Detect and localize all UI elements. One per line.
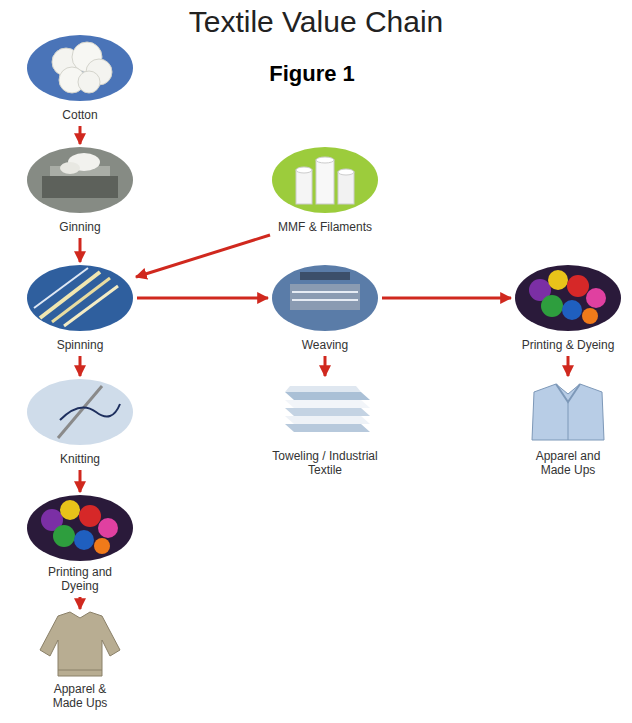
process-step: Printing & Dyeing [515,265,621,353]
shirt-picture [568,402,569,440]
fibre-picture [296,167,312,173]
step-label: Printing and Dyeing [40,565,120,593]
step-label: Knitting [60,452,100,466]
spinning-picture [27,265,133,331]
process-step: Printing and Dyeing [27,495,133,594]
step-label: MMF & Filaments [278,220,372,234]
sweater-picture [40,612,120,676]
fibre-picture [272,147,378,213]
spinning-picture [64,286,118,326]
step-label: Printing & Dyeing [522,338,615,352]
flow-arrow [79,356,82,376]
flow-arrow [382,297,511,300]
process-step: MMF & Filaments [272,147,378,235]
process-step: Knitting [27,379,133,467]
flow-arrow [324,356,327,376]
step-label: Spinning [57,338,104,352]
weaving-picture [292,299,358,301]
dyeing-picture [562,300,582,320]
process-step: Spinning [27,265,133,353]
towel-picture [285,416,370,424]
dyeing-picture [79,505,101,527]
step-label: Cotton [62,108,97,122]
flow-arrow [79,126,82,144]
ginning-picture [27,147,133,213]
towel-picture [285,400,370,408]
fibre-picture [316,160,334,204]
flow-arrow [79,470,82,492]
knitting-picture [27,379,133,445]
dyeing-picture [582,308,598,324]
towel-picture [285,386,361,392]
fibre-picture [296,170,312,204]
process-step: Toweling / Industrial Textile [258,379,392,478]
spinning-picture [40,272,100,318]
cotton-picture [27,35,133,101]
dyeing-picture [74,530,94,550]
shirt-picture [556,384,580,402]
towel-picture [285,386,370,432]
dyeing-picture [515,265,621,331]
weaving-picture [292,291,358,293]
weaving-picture [272,265,378,331]
dyeing-picture [27,495,133,561]
sweater-picture [58,670,102,671]
process-step: Weaving [272,265,378,353]
dyeing-picture [567,275,589,297]
ginning-picture [42,176,118,198]
process-step: Cotton [27,35,133,123]
step-label: Apparel & Made Ups [49,682,111,710]
dyeing-picture [541,295,563,317]
spinning-picture [27,265,133,331]
dyeing-picture [586,288,606,308]
flow-arrow [79,238,82,262]
diagram-title: Textile Value Chain [0,4,632,40]
fibre-picture [338,169,354,175]
shirt-picture [532,384,604,440]
figure-label: Figure 1 [212,60,412,88]
flow-arrow [137,297,268,300]
step-label: Toweling / Industrial Textile [260,449,390,477]
fibre-picture [316,157,334,163]
process-step: Apparel & Made Ups [27,612,133,711]
flow-arrow [136,235,270,277]
spinning-picture [34,268,88,308]
dyeing-picture [98,518,118,538]
dyeing-picture [94,538,110,554]
weaving-picture [290,284,360,310]
cotton-picture [27,35,133,101]
towel-picture [285,408,370,416]
ginning-picture [60,162,80,174]
fibre-picture [272,147,378,213]
knitting-picture [60,404,120,420]
towel-picture [285,424,370,432]
sweater-picture [40,612,120,676]
dyeing-picture [53,525,75,547]
step-label: Apparel and Made Ups [523,449,613,477]
fibre-picture [338,172,354,204]
dyeing-picture [60,500,80,520]
dyeing-picture [515,265,621,331]
flow-arrow [79,597,82,609]
knitting-picture [27,379,133,445]
cotton-picture [78,71,100,93]
dyeing-picture [548,270,568,290]
weaving-picture [300,272,350,280]
process-step: Apparel and Made Ups [515,379,621,478]
weaving-picture [272,265,378,331]
shirt-picture [532,384,604,440]
flow-arrow [567,356,570,376]
dyeing-picture [27,495,133,561]
ginning-picture [27,147,133,213]
step-label: Ginning [59,220,100,234]
process-step: Ginning [27,147,133,235]
towel-picture [285,392,370,400]
step-label: Weaving [302,338,348,352]
